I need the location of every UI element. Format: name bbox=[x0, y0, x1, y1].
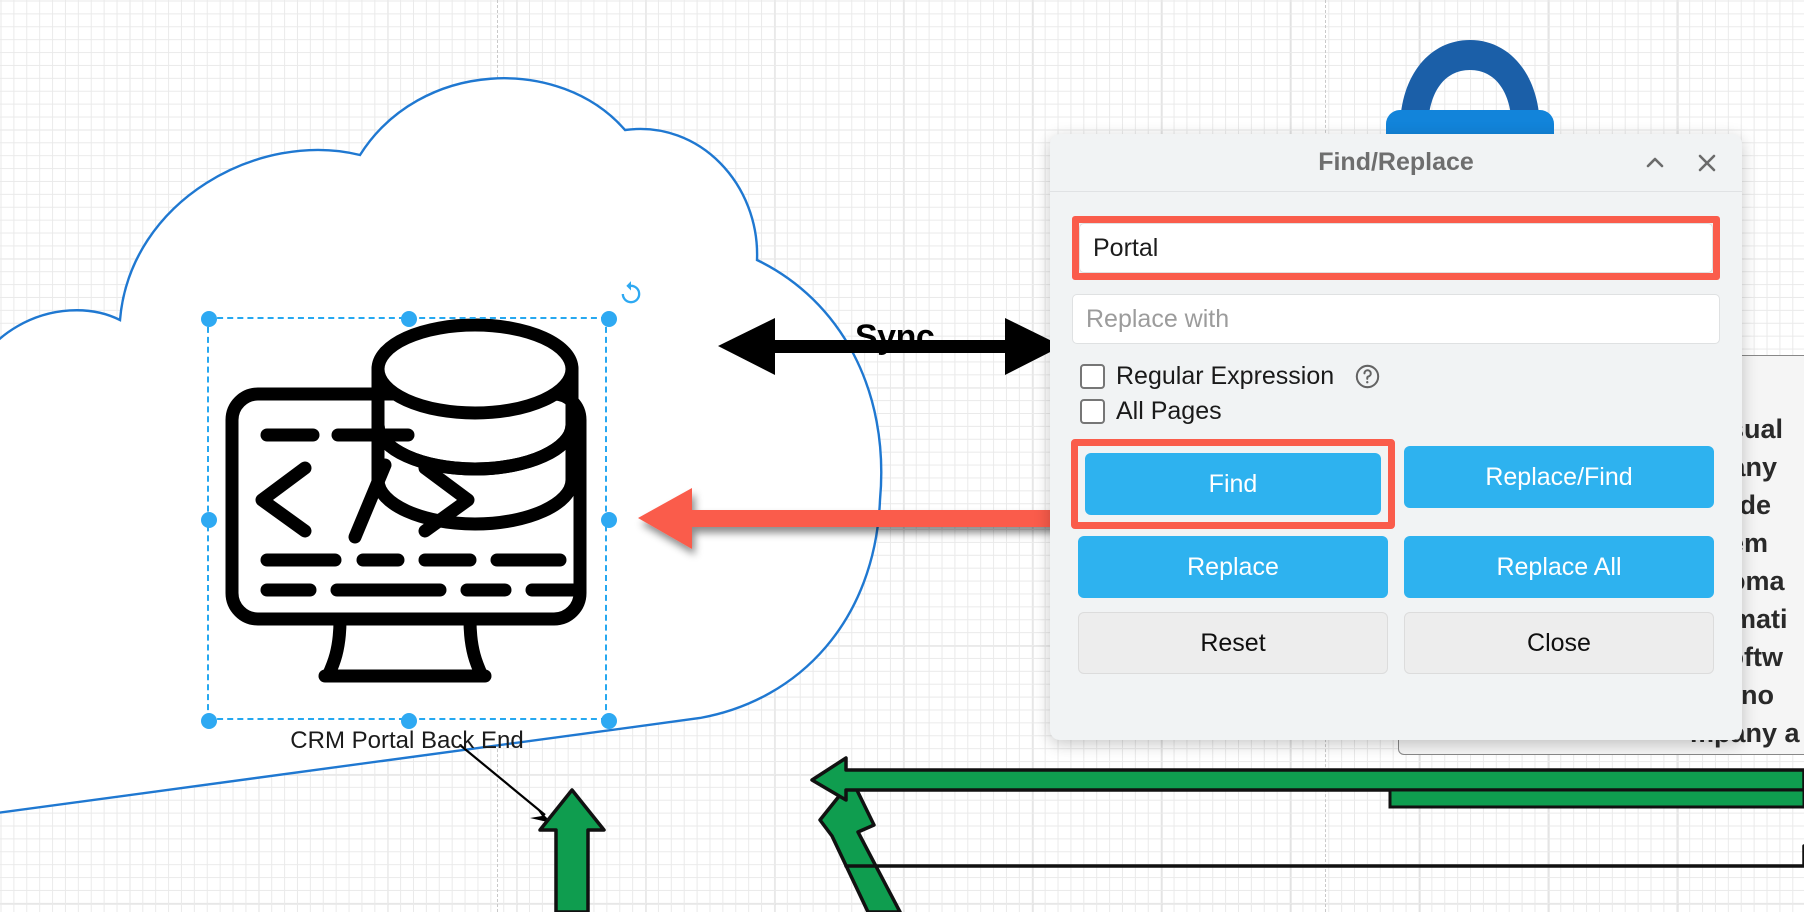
shape-selection-box[interactable] bbox=[201, 311, 617, 729]
green-annotation-arrows bbox=[538, 756, 1804, 912]
all-pages-checkbox[interactable] bbox=[1080, 399, 1105, 424]
find-button-highlight: Find bbox=[1071, 439, 1395, 529]
sync-arrow-label: Sync bbox=[855, 318, 935, 356]
option-row-regular-expression[interactable]: Regular Expression bbox=[1072, 362, 1720, 391]
dialog-button-grid: Find Replace/Find Replace Replace All Re… bbox=[1071, 439, 1720, 674]
resize-handle-middle-right[interactable] bbox=[601, 512, 617, 528]
resize-handle-top-right[interactable] bbox=[601, 311, 617, 327]
close-icon[interactable] bbox=[1694, 150, 1720, 176]
find-button[interactable]: Find bbox=[1085, 453, 1381, 515]
resize-handle-bottom-center[interactable] bbox=[401, 713, 417, 729]
dialog-title: Find/Replace bbox=[1318, 148, 1474, 176]
find-input[interactable] bbox=[1079, 223, 1713, 273]
resize-handle-bottom-left[interactable] bbox=[201, 713, 217, 729]
dialog-body: Regular Expression All Pages Find Repl bbox=[1050, 192, 1742, 674]
resize-handle-bottom-right[interactable] bbox=[601, 713, 617, 729]
shape-label: CRM Portal Back End bbox=[290, 727, 524, 754]
resize-handle-middle-left[interactable] bbox=[201, 512, 217, 528]
replace-button[interactable]: Replace bbox=[1078, 536, 1388, 598]
resize-handle-top-left[interactable] bbox=[201, 311, 217, 327]
replace-find-button[interactable]: Replace/Find bbox=[1404, 446, 1714, 508]
option-row-all-pages[interactable]: All Pages bbox=[1072, 397, 1720, 426]
find-replace-dialog[interactable]: Find/Replace bbox=[1050, 134, 1742, 740]
find-input-highlight bbox=[1072, 216, 1720, 280]
green-arrow-horizontal-lower bbox=[1388, 788, 1804, 809]
dialog-titlebar[interactable]: Find/Replace bbox=[1050, 134, 1742, 192]
replace-input[interactable] bbox=[1072, 294, 1720, 344]
chevron-up-icon[interactable] bbox=[1642, 150, 1668, 176]
replace-all-button[interactable]: Replace All bbox=[1404, 536, 1714, 598]
close-button[interactable]: Close bbox=[1404, 612, 1714, 674]
regular-expression-checkbox[interactable] bbox=[1080, 364, 1105, 389]
rotate-handle-icon[interactable] bbox=[617, 280, 645, 308]
label-pointer-line bbox=[459, 744, 552, 823]
reset-button[interactable]: Reset bbox=[1078, 612, 1388, 674]
dialog-title-buttons bbox=[1642, 134, 1720, 192]
question-mark-circle-icon[interactable] bbox=[1354, 363, 1381, 390]
all-pages-label: All Pages bbox=[1116, 397, 1222, 425]
regular-expression-label: Regular Expression bbox=[1116, 362, 1335, 390]
resize-handle-top-center[interactable] bbox=[401, 311, 417, 327]
